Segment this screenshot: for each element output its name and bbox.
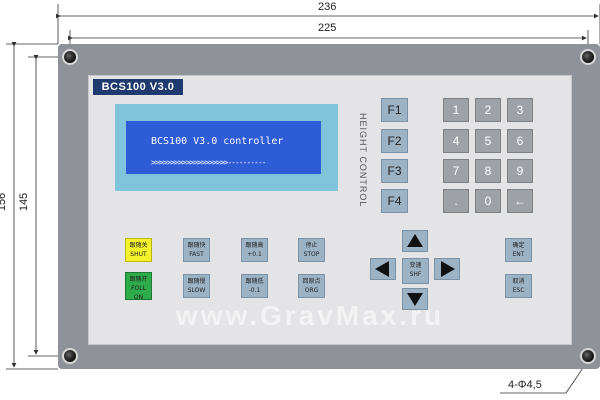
follow-off-key-en: SHUT	[130, 251, 147, 258]
follow-lower-key[interactable]: 跟随低 -0.1	[241, 274, 268, 298]
follow-on-key-en2: ON	[133, 294, 144, 301]
follow-slow-key-en: SLOW	[187, 287, 206, 294]
arrow-left-key[interactable]	[370, 258, 396, 280]
follow-slow-key[interactable]: 跟随慢 SLOW	[183, 274, 210, 298]
lcd-screen	[126, 121, 321, 174]
enter-key-en: ENT	[512, 251, 525, 258]
shift-key-cn: 变速	[409, 262, 422, 269]
numpad-key-0[interactable]: 0	[475, 189, 501, 213]
escape-key-cn: 取消	[512, 278, 525, 285]
brand-label: BCS100 V3.0	[93, 79, 183, 95]
f2-key[interactable]: F2	[381, 129, 408, 153]
escape-key-en: ESC	[512, 287, 525, 294]
follow-lower-key-cn: 跟随低	[245, 278, 264, 285]
arrow-down-icon	[407, 293, 423, 306]
arrow-down-key[interactable]	[402, 288, 428, 310]
follow-on-key[interactable]: 跟随开 FOLL ON	[125, 272, 152, 301]
lcd-line-1: BCS100 V3.0 controller	[151, 136, 284, 147]
arrow-up-key[interactable]	[402, 230, 428, 252]
follow-fast-key[interactable]: 跟随快 FAST	[183, 238, 210, 262]
follow-higher-key-cn: 跟随高	[245, 242, 264, 249]
lcd-line-2: >>>>>>>>>>>>>>>>>>>>----------	[151, 158, 266, 167]
follow-fast-key-cn: 跟随快	[187, 242, 206, 249]
dimension-total-height: 156	[0, 192, 9, 212]
height-control-label: HEIGHT CONTROL	[358, 113, 368, 208]
f1-key[interactable]: F1	[381, 98, 408, 122]
stop-key[interactable]: 停止 STOP	[298, 238, 325, 262]
screw-hole-top-right	[580, 49, 596, 65]
screw-hole-bottom-left	[62, 348, 78, 364]
numpad-key-8[interactable]: 8	[475, 159, 501, 183]
follow-slow-key-cn: 跟随慢	[187, 278, 206, 285]
numpad-key-1[interactable]: 1	[443, 98, 469, 122]
numpad-key-4[interactable]: 4	[443, 129, 469, 153]
arrow-up-icon	[407, 234, 423, 247]
backspace-key[interactable]: ←	[507, 189, 533, 213]
watermark-text: www.GravMax.ru	[175, 300, 445, 331]
arrow-left-icon	[375, 261, 389, 277]
follow-on-key-cn: 跟随开	[129, 276, 148, 283]
origin-key[interactable]: 回原点 ORG	[298, 274, 325, 298]
dimension-total-width: 236	[318, 1, 337, 13]
screw-hole-top-left	[62, 49, 78, 65]
follow-higher-key-en: +0.1	[247, 251, 262, 258]
numpad-key-2[interactable]: 2	[475, 98, 501, 122]
enter-key[interactable]: 确定 ENT	[505, 238, 532, 262]
numpad-key-7[interactable]: 7	[443, 159, 469, 183]
arrow-right-key[interactable]	[434, 258, 460, 280]
follow-off-key-cn: 跟随关	[129, 242, 148, 249]
numpad-key-5[interactable]: 5	[475, 129, 501, 153]
follow-lower-key-en: -0.1	[248, 287, 261, 294]
dimension-inner-width: 225	[318, 22, 337, 34]
shift-key-en: SHF	[409, 271, 422, 278]
numpad-key-dot[interactable]: .	[443, 189, 469, 213]
enter-key-cn: 确定	[512, 242, 525, 249]
escape-key[interactable]: 取消 ESC	[505, 274, 532, 298]
follow-on-key-en: FOLL	[131, 285, 146, 292]
stop-key-en: STOP	[303, 251, 320, 258]
stop-key-cn: 停止	[305, 242, 318, 249]
follow-higher-key[interactable]: 跟随高 +0.1	[241, 238, 268, 262]
arrow-right-icon	[441, 261, 455, 277]
mounting-hole-note: 4-Φ4,5	[508, 379, 542, 391]
origin-key-cn: 回原点	[302, 278, 321, 285]
origin-key-en: ORG	[304, 287, 319, 294]
f4-key[interactable]: F4	[381, 189, 408, 213]
follow-off-key[interactable]: 跟随关 SHUT	[125, 238, 152, 262]
numpad-key-6[interactable]: 6	[507, 129, 533, 153]
numpad-key-9[interactable]: 9	[507, 159, 533, 183]
shift-key[interactable]: 变速 SHF	[402, 258, 429, 284]
follow-fast-key-en: FAST	[189, 251, 204, 258]
numpad-key-3[interactable]: 3	[507, 98, 533, 122]
screw-hole-bottom-right	[580, 348, 596, 364]
dimension-inner-height: 145	[18, 192, 31, 212]
f3-key[interactable]: F3	[381, 159, 408, 183]
